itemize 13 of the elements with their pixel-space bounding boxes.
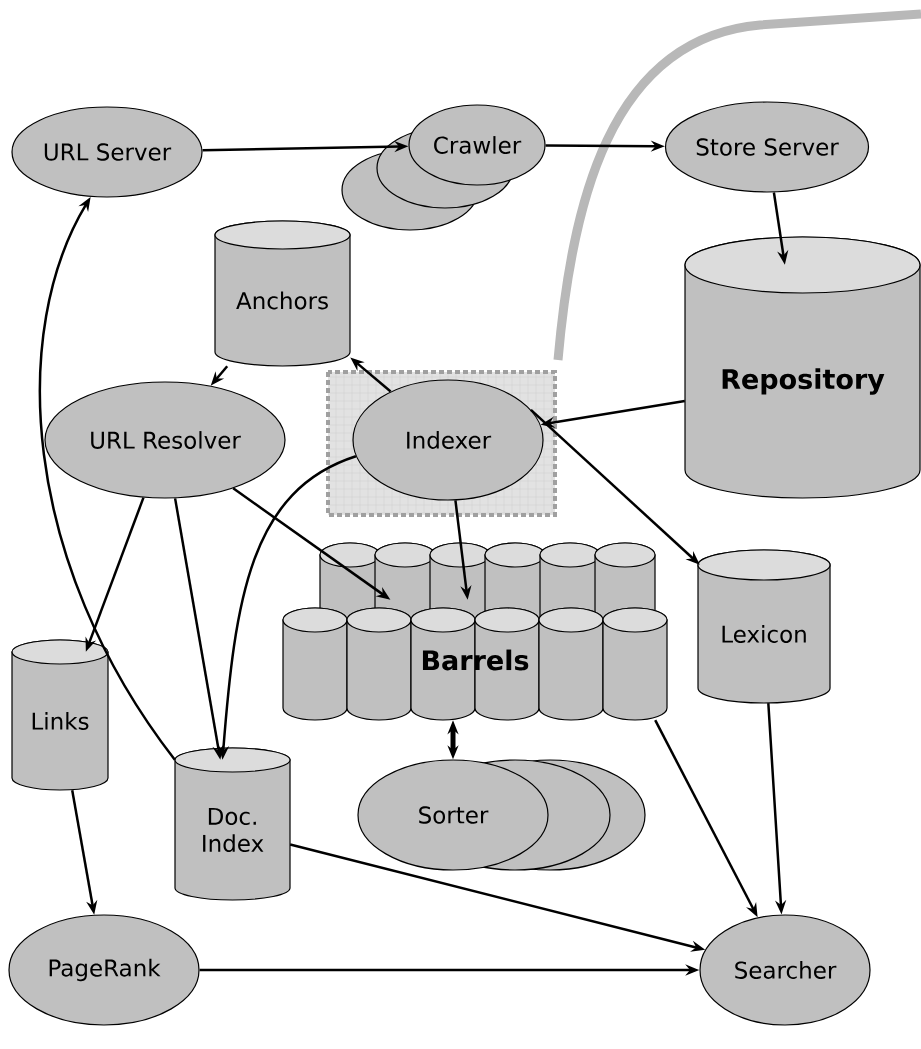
cylinder: Doc. Index bbox=[174, 747, 291, 901]
ellipse-node: PageRank bbox=[8, 914, 200, 1026]
ellipse-node: URL Resolver bbox=[44, 381, 286, 499]
ellipse-node: Indexer bbox=[352, 379, 544, 501]
ellipse-node: URL Server bbox=[11, 106, 203, 198]
stacked-ellipses: Sorter bbox=[357, 759, 646, 871]
stacked-ellipses: Crawler bbox=[341, 104, 546, 231]
cylinder: Repository bbox=[684, 236, 921, 499]
cylinder: Lexicon bbox=[697, 549, 831, 704]
cylinder: Links bbox=[11, 639, 109, 791]
ellipse-node: Searcher bbox=[699, 914, 871, 1026]
ellipse-node: Store Server bbox=[664, 101, 870, 193]
cylinder: Anchors bbox=[214, 220, 351, 367]
